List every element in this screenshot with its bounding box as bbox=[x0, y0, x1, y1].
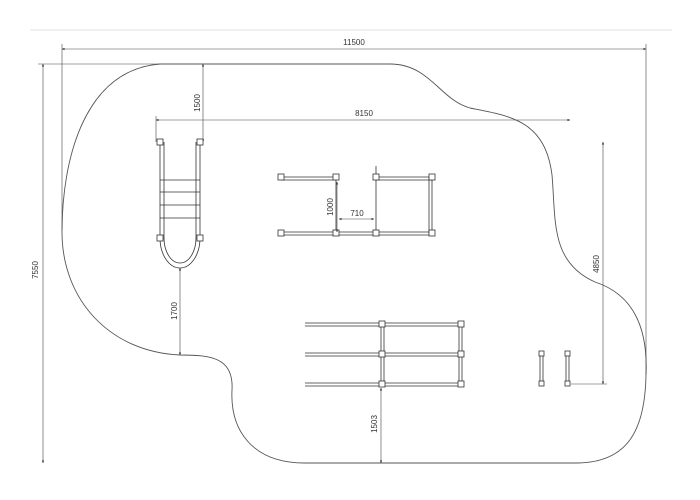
ladder-bottom-offset-label: 1700 bbox=[170, 302, 179, 320]
horizontal-bars-equipment bbox=[305, 320, 465, 388]
dimension-overall-height: 7550 bbox=[31, 63, 160, 464]
dimension-ladder-top-offset: 1500 bbox=[193, 63, 205, 143]
ladder-top-offset-label: 1500 bbox=[193, 94, 202, 112]
bar-gap-label: 710 bbox=[350, 209, 364, 218]
dimension-bar-gap: 710 bbox=[338, 209, 375, 221]
parallel-bars-equipment bbox=[277, 166, 436, 237]
dimension-equipment-span: 8150 bbox=[155, 109, 571, 142]
dimension-right-section-height: 4850 bbox=[571, 141, 607, 385]
right-section-height-label: 4850 bbox=[592, 255, 601, 273]
dimension-ladder-bottom-offset: 1700 bbox=[170, 267, 182, 356]
dimension-bar-height: 1000 bbox=[326, 181, 339, 233]
dimension-bottom-offset: 1503 bbox=[370, 387, 383, 464]
bottom-offset-label: 1503 bbox=[370, 415, 379, 433]
safety-zone-outline bbox=[61, 63, 647, 464]
ladder-equipment bbox=[156, 138, 204, 269]
equipment-span-label: 8150 bbox=[355, 109, 373, 118]
overall-width-label: 11500 bbox=[343, 38, 365, 47]
bar-height-label: 1000 bbox=[326, 198, 335, 216]
small-posts-equipment bbox=[538, 350, 571, 387]
overall-height-label: 7550 bbox=[31, 261, 40, 279]
dimension-overall-width: 11500 bbox=[61, 38, 647, 375]
